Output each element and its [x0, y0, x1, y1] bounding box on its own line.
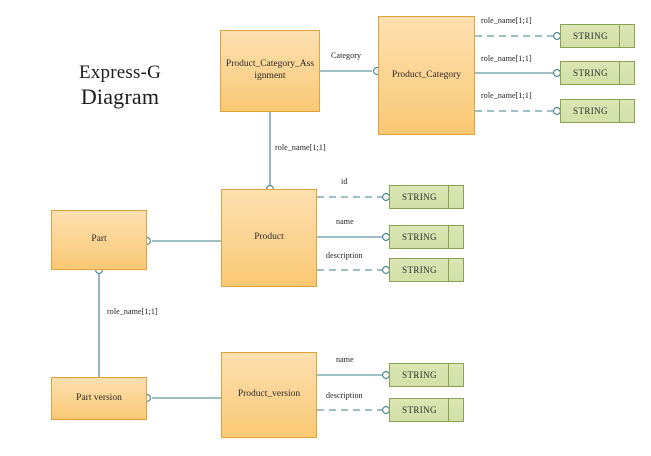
- edge-label-product-version-description: description: [326, 391, 363, 400]
- type-box-divider: [447, 186, 449, 208]
- edge-label-product-version-name: name: [336, 355, 354, 364]
- edge-label-product-description: description: [326, 251, 363, 260]
- type-box-divider: [618, 25, 620, 47]
- edge-label-pc-string-3: role_name[1;1]: [481, 91, 532, 100]
- type-box-divider: [447, 259, 449, 281]
- type-box-label: STRING: [573, 31, 608, 41]
- edge-label-product-id: id: [341, 177, 348, 186]
- type-box-label: STRING: [573, 68, 608, 78]
- type-box-label: STRING: [402, 370, 437, 380]
- type-box-product-version-description[interactable]: STRING: [389, 398, 464, 422]
- type-box-product-category-2[interactable]: STRING: [560, 61, 635, 85]
- type-box-label: STRING: [402, 232, 437, 242]
- type-box-divider: [447, 364, 449, 386]
- type-box-divider: [447, 399, 449, 421]
- edge-label-pc-string-2: role_name[1;1]: [481, 54, 532, 63]
- edge-label-product-name: name: [336, 217, 354, 226]
- type-box-product-name[interactable]: STRING: [389, 225, 464, 249]
- type-box-label: STRING: [402, 265, 437, 275]
- edge-label-pca-to-product: role_name[1;1]: [275, 143, 326, 152]
- edge-label-category: Category: [331, 51, 362, 60]
- entity-product-version[interactable]: Product_version: [221, 352, 317, 438]
- diagram-title-line-2: Diagram: [80, 84, 160, 109]
- type-box-divider: [618, 100, 620, 122]
- type-box-divider: [447, 226, 449, 248]
- type-box-label: STRING: [573, 106, 608, 116]
- type-box-product-category-3[interactable]: STRING: [560, 99, 635, 123]
- type-box-label: STRING: [402, 192, 437, 202]
- edge-label-part-to-part-version: role_name[1;1]: [107, 307, 158, 316]
- entity-product-category[interactable]: Product_Category: [378, 16, 475, 135]
- edge-label-pc-string-1: role_name[1;1]: [481, 16, 532, 25]
- type-box-product-version-name[interactable]: STRING: [389, 363, 464, 387]
- diagram-title-line-1: Express-G: [78, 62, 161, 83]
- entity-part-version[interactable]: Part version: [51, 377, 147, 420]
- type-box-product-id[interactable]: STRING: [389, 185, 464, 209]
- entity-product-category-assignment[interactable]: Product_Category_Assignment: [220, 30, 320, 112]
- type-box-product-description[interactable]: STRING: [389, 258, 464, 282]
- type-box-label: STRING: [402, 405, 437, 415]
- entity-part[interactable]: Part: [51, 210, 147, 270]
- type-box-divider: [618, 62, 620, 84]
- type-box-product-category-1[interactable]: STRING: [560, 24, 635, 48]
- entity-product[interactable]: Product: [221, 189, 317, 287]
